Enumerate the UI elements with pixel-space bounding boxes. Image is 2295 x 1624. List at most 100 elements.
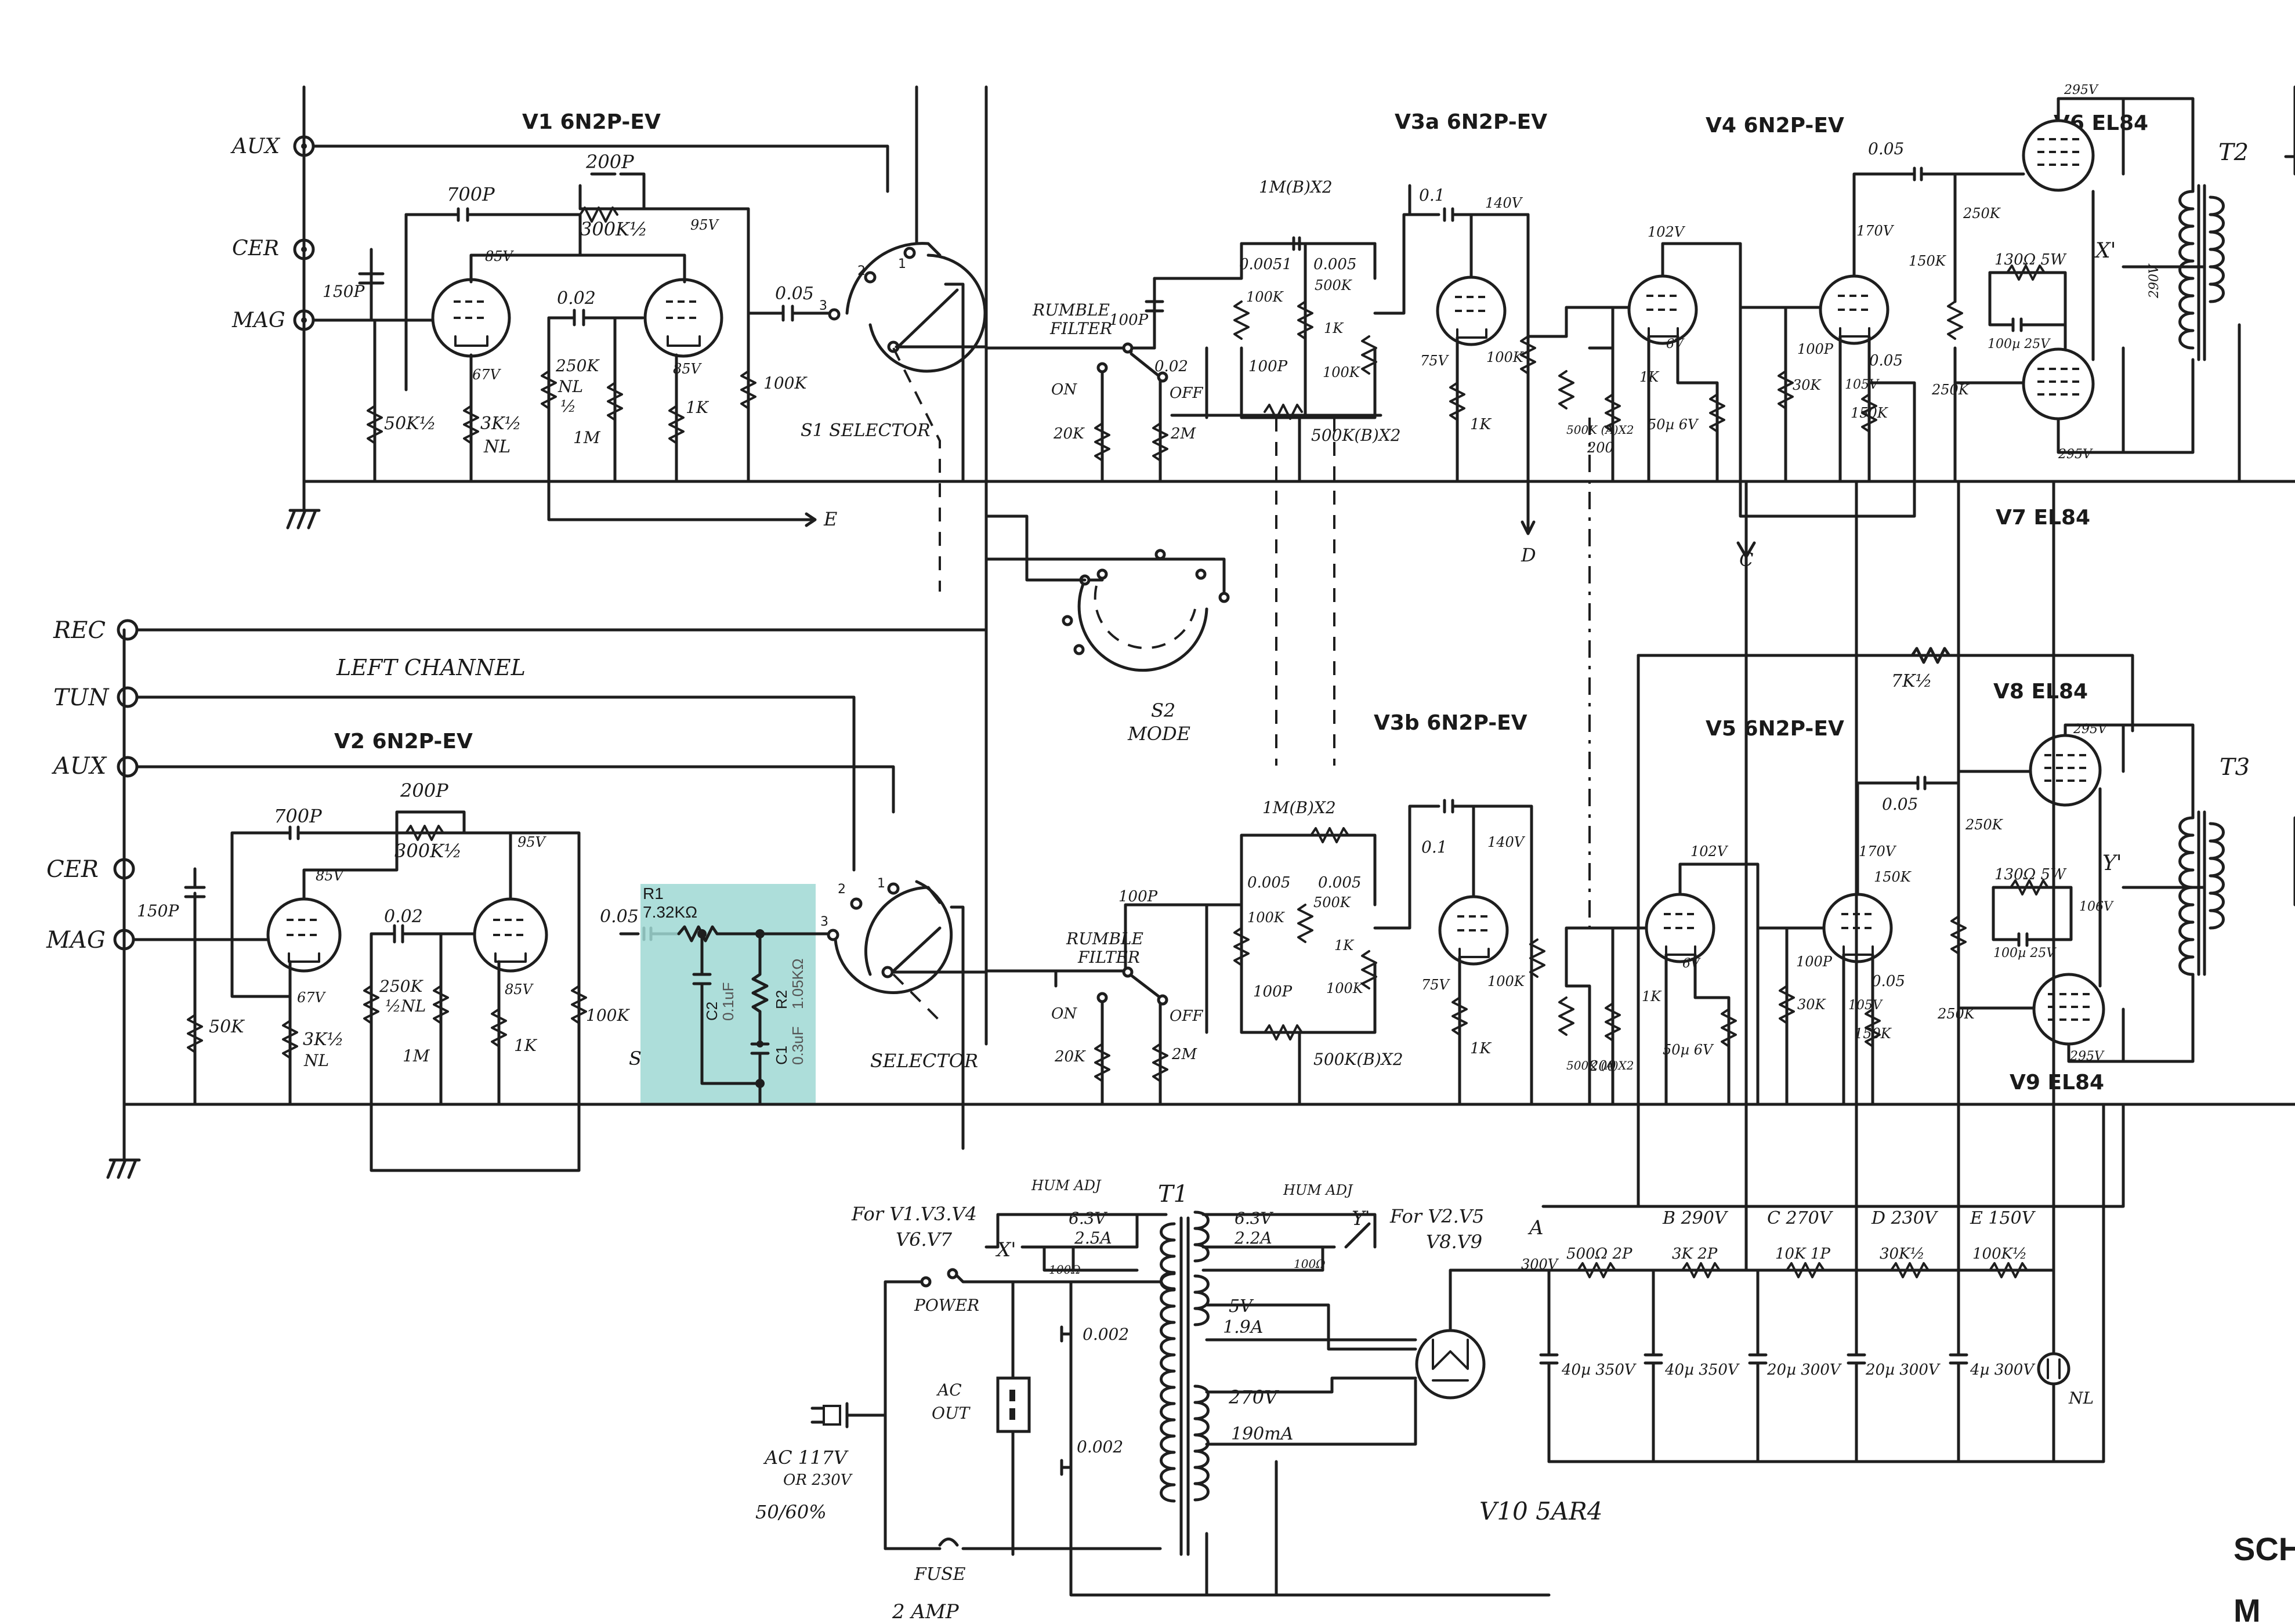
top-tone-r100k: 100K: [1246, 289, 1284, 305]
transformer-t1: T1: [1158, 1181, 1188, 1208]
bdrv-r105: 105V: [1848, 998, 1883, 1013]
power-switch-label[interactable]: POWER: [914, 1296, 979, 1315]
bot-c200p: 200P: [400, 780, 448, 802]
s1-pos3: 3: [819, 299, 827, 313]
bdrv-r30k: 30K: [1797, 996, 1827, 1013]
c1-value: 0.3uF: [789, 1027, 806, 1065]
top-r50k: 50K½: [384, 414, 436, 434]
bot-c005: 0.05: [600, 907, 639, 927]
bot-r300k: 300K½: [394, 840, 462, 862]
drv-c100p: 100P: [1797, 341, 1834, 357]
ps-v63b: 6.3V: [1235, 1209, 1274, 1228]
drv-v295: 295V: [2064, 83, 2099, 97]
top-v85: 85V: [485, 248, 515, 264]
top-nl2: NL: [558, 377, 583, 396]
ps-c40a: 40µ 350V: [1561, 1361, 1637, 1379]
top-tone-c100p2: 100P: [1248, 358, 1288, 375]
title-line-2: M: [2234, 1592, 2261, 1624]
s1-top-label: S1 SELECTOR: [801, 420, 931, 441]
ps-c4: 4µ 300V: [1970, 1361, 2035, 1379]
ps-c20a: 20µ 300V: [1767, 1361, 1842, 1379]
drv-r150k: 150K: [1909, 253, 1947, 269]
bot-c700p: 700P: [274, 805, 322, 827]
r1-value: 7.32KΩ: [643, 903, 697, 921]
top-tone-v75: 75V: [1420, 353, 1450, 369]
bot-tone-c100p: 100P: [1118, 888, 1158, 905]
s1-top-arc[interactable]: [868, 253, 987, 373]
node-x-prime: X': [2094, 239, 2116, 263]
r2-value: 1.05KΩ: [789, 959, 806, 1009]
bot-tone-r500kb: 500K(B)X2: [1313, 1050, 1403, 1069]
top-tone-c01: 0.1: [1419, 186, 1445, 205]
ps-a25: 2.5A: [1074, 1228, 1112, 1248]
ps-d: D 230V: [1871, 1208, 1939, 1228]
top-c150p: 150P: [323, 282, 365, 301]
bot-tone-c0051: 0.005: [1247, 874, 1290, 891]
drv-v102: 102V: [1648, 224, 1686, 240]
bdrv-c100u: 100µ 25V: [1993, 946, 2057, 960]
input-cer-label: CER: [232, 237, 279, 260]
s2-label: S2: [1151, 699, 1175, 722]
s1-pos2: 2: [857, 264, 866, 278]
neon-lamp: [2037, 1352, 2070, 1386]
r2-label: R2: [773, 990, 790, 1009]
top-filter: FILTER: [1049, 319, 1112, 338]
ps-b: B 290V: [1662, 1208, 1729, 1228]
for-v2-label: For V2.V5: [1389, 1205, 1484, 1227]
r1-name: R1: [643, 884, 664, 902]
top-nl: NL: [483, 437, 511, 457]
s1-pos1: 1: [898, 257, 906, 271]
drv-r30k: 30K: [1793, 377, 1822, 393]
mode-switch[interactable]: S2 MODE: [984, 549, 1230, 745]
drv-c100u: 100µ 25V: [1988, 337, 2051, 351]
bdrv-r1k: 1K: [1642, 988, 1662, 1005]
bot-tone-r500k: 500K: [1313, 894, 1352, 911]
tube-v8-label: V8 EL84: [1993, 680, 2088, 704]
bot-v95: 95V: [517, 834, 547, 850]
jack-rec[interactable]: [117, 619, 139, 641]
for-v1-label: For V1.V3.V4: [851, 1203, 977, 1225]
highlight-rc-network: [640, 884, 816, 1103]
input-cer2-label: CER: [46, 856, 99, 883]
ps-a19: 1.9A: [1223, 1317, 1263, 1337]
top-tone-r1kb: 1K: [1470, 416, 1492, 433]
ps-c40b: 40µ 350V: [1664, 1361, 1740, 1379]
ps-r10k: 10K 1P: [1775, 1245, 1830, 1263]
ac-outlet[interactable]: [996, 1376, 1031, 1433]
top-r100k: 100K: [763, 374, 808, 393]
bot-v67: 67V: [297, 989, 327, 1006]
top-tone-r1k: 1K: [1324, 320, 1344, 336]
top-c002: 0.02: [557, 288, 596, 309]
bot-c002: 0.02: [384, 907, 423, 927]
ps-r3k: 3K 2P: [1672, 1245, 1718, 1263]
ps-r30k: 30K½: [1880, 1245, 1925, 1263]
s1-bottom-prefix: S: [629, 1047, 642, 1070]
node-d: D: [1521, 544, 1536, 566]
c1-label: C1: [773, 1046, 790, 1065]
channel-label: LEFT CHANNEL: [336, 655, 526, 680]
top-tone-r100kc: 100K: [1486, 349, 1525, 365]
bot-nl2: ½NL: [385, 996, 426, 1016]
s1-bottom-arc[interactable]: [834, 880, 953, 994]
s1b-pos3: 3: [820, 915, 828, 929]
top-r250k: 250K: [555, 356, 600, 375]
input-rec-label: REC: [53, 617, 106, 644]
ps-c: C 270V: [1767, 1208, 1834, 1228]
bdrv-c6v: 6V: [1682, 956, 1701, 971]
jack-aux2[interactable]: [117, 756, 139, 778]
top-c200p: 200P: [585, 151, 634, 173]
tube-v9: [2032, 973, 2105, 1046]
bot-on: ON: [1051, 1005, 1077, 1023]
hum-adj1: HUM ADJ: [1031, 1177, 1102, 1194]
v6v7-label: V6.V7: [896, 1228, 953, 1250]
c2-value: 0.1uF: [719, 983, 737, 1021]
bot-tone-r1kb: 1K: [1470, 1040, 1492, 1057]
drv-c005b: 0.05: [1869, 352, 1903, 369]
ps-ma190: 190mA: [1231, 1424, 1293, 1444]
transformer-t3: T3: [2220, 754, 2250, 781]
ps-e: E 150V: [1970, 1208, 2036, 1228]
jack-tun[interactable]: [117, 686, 139, 708]
top-r300k: 300K½: [580, 218, 647, 240]
power-supply: For V1.V3.V4 V6.V7 HUM ADJ HUM ADJ T1 6.…: [755, 480, 2125, 1623]
